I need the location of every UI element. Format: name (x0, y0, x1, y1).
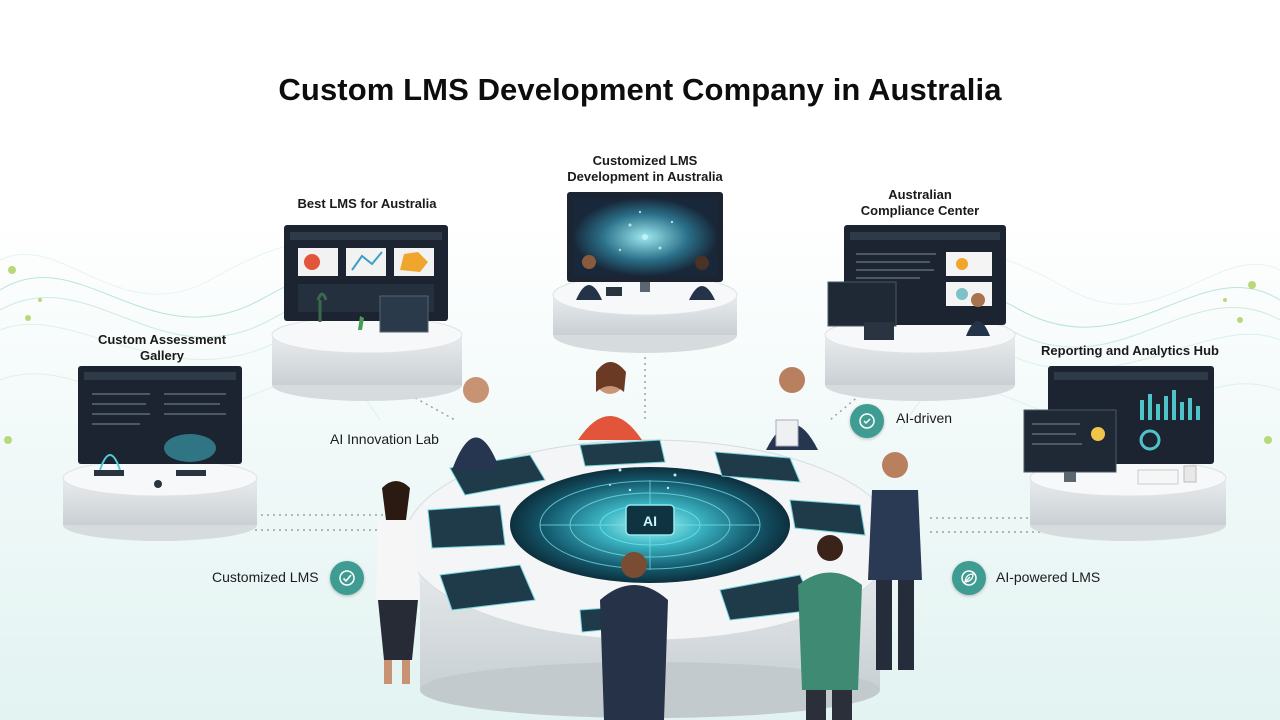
station-label-customized-lms-development: Customized LMS Development in Australia (567, 153, 723, 184)
label-ai-powered-lms: AI-powered LMS (996, 569, 1101, 585)
station-label-compliance-center: Australian Compliance Center (860, 187, 980, 218)
hub-chip-label: AI (643, 513, 657, 529)
pod-center-top (552, 192, 738, 353)
station-label-assessment-gallery: Custom Assessment Gallery (97, 332, 227, 363)
label-ai-innovation-lab: AI Innovation Lab (330, 431, 439, 447)
page-title: Custom LMS Development Company in Austra… (278, 72, 1002, 107)
ai-powered-badge (952, 561, 986, 595)
ai-chip-icon (859, 413, 875, 429)
label-ai-driven: AI-driven (896, 410, 953, 426)
pod-best-lms (271, 225, 463, 401)
check-circle-icon (339, 570, 355, 586)
ai-driven-badge (850, 404, 884, 438)
leaf-icon (961, 570, 977, 586)
label-customized-lms: Customized LMS (212, 569, 319, 585)
hub-chip: AI (625, 504, 675, 536)
pod-assessment (62, 366, 258, 541)
station-label-reporting-hub: Reporting and Analytics Hub (1041, 343, 1219, 358)
customized-lms-badge (330, 561, 364, 595)
station-label-best-lms: Best LMS for Australia (297, 196, 437, 211)
people (376, 362, 922, 720)
background-dots (4, 266, 1272, 444)
pod-reporting (1023, 366, 1227, 541)
pod-compliance (824, 225, 1016, 401)
